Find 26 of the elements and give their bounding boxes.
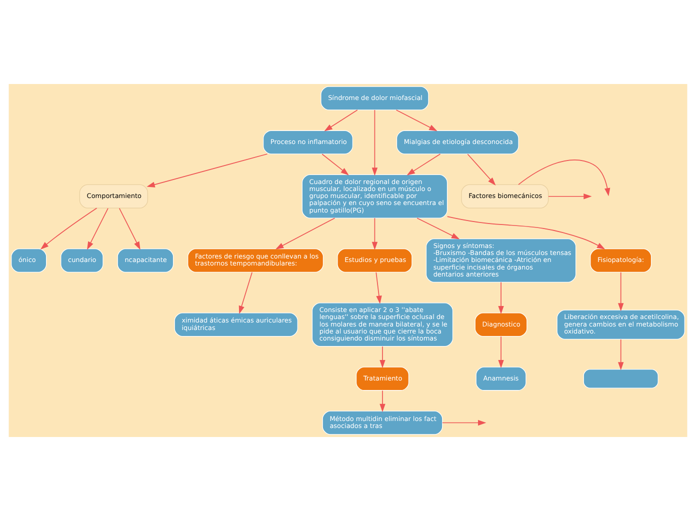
arrow: [324, 109, 358, 131]
arrow: [396, 109, 438, 131]
arrow: [380, 346, 386, 368]
arrow: [146, 153, 268, 187]
arrow: [416, 217, 460, 239]
arrow: [498, 281, 504, 314]
arrow: [467, 153, 496, 185]
arrow: [446, 216, 606, 249]
arrow: [442, 419, 486, 426]
arrow: [548, 193, 592, 199]
arrow: [406, 153, 441, 175]
arrow: [498, 336, 504, 368]
arrow: [118, 207, 140, 250]
arrow: [372, 109, 378, 176]
arrow: [372, 217, 378, 250]
arrow: [238, 271, 252, 314]
arrow: [87, 207, 108, 250]
arrow: [618, 271, 624, 311]
arrow: [40, 207, 98, 249]
arrow: [380, 390, 386, 412]
arrow: [376, 271, 382, 304]
node-box: [583, 368, 658, 388]
arrow: [518, 159, 610, 196]
arrow: [618, 338, 624, 370]
arrow: [275, 217, 336, 249]
arrow: [322, 153, 349, 175]
